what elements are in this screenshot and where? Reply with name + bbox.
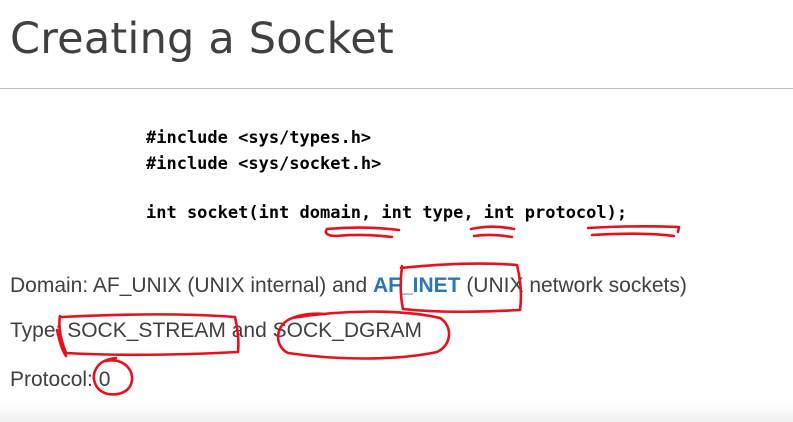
code-param-type: type: [422, 203, 464, 223]
bullet-text: (UNIX network sockets): [460, 274, 687, 297]
sock-dgram-text: SOCK_DGRAM: [272, 319, 422, 342]
underline-type: [469, 225, 516, 239]
slide-title: Creating a Socket: [10, 14, 394, 64]
af-inet-highlight: AF_INET: [372, 274, 461, 297]
code-text: int socket(int: [146, 203, 300, 223]
bullet-text: and: [225, 319, 273, 342]
bullet-text: Protocol:: [10, 368, 99, 391]
code-socket-signature: int socket(int domain, int type, int pro…: [146, 203, 627, 223]
code-text: );: [606, 203, 628, 223]
code-include-socket: #include <sys/socket.h>: [146, 154, 382, 174]
bullet-domain: Domain: AF_UNIX (UNIX internal) and AF_I…: [10, 274, 687, 298]
protocol-value: 0: [98, 368, 111, 391]
code-include-types: #include <sys/types.h>: [146, 128, 372, 148]
bullet-text: Type:: [10, 319, 68, 342]
code-text: , int: [463, 203, 525, 223]
underline-protocol: [586, 225, 681, 238]
bullet-type: Type: SOCK_STREAM and SOCK_DGRAM: [10, 319, 422, 343]
title-divider: [0, 88, 793, 89]
code-param-domain: domain: [299, 203, 361, 223]
sock-stream-text: SOCK_STREAM: [67, 319, 226, 342]
bullet-text: Domain: AF_UNIX (UNIX internal) and: [10, 274, 373, 297]
bottom-band: [0, 402, 793, 422]
code-param-protocol: protocol: [524, 203, 607, 223]
underline-domain: [324, 226, 401, 239]
bullet-protocol: Protocol: 0: [10, 368, 110, 392]
code-text: , int: [360, 203, 423, 223]
